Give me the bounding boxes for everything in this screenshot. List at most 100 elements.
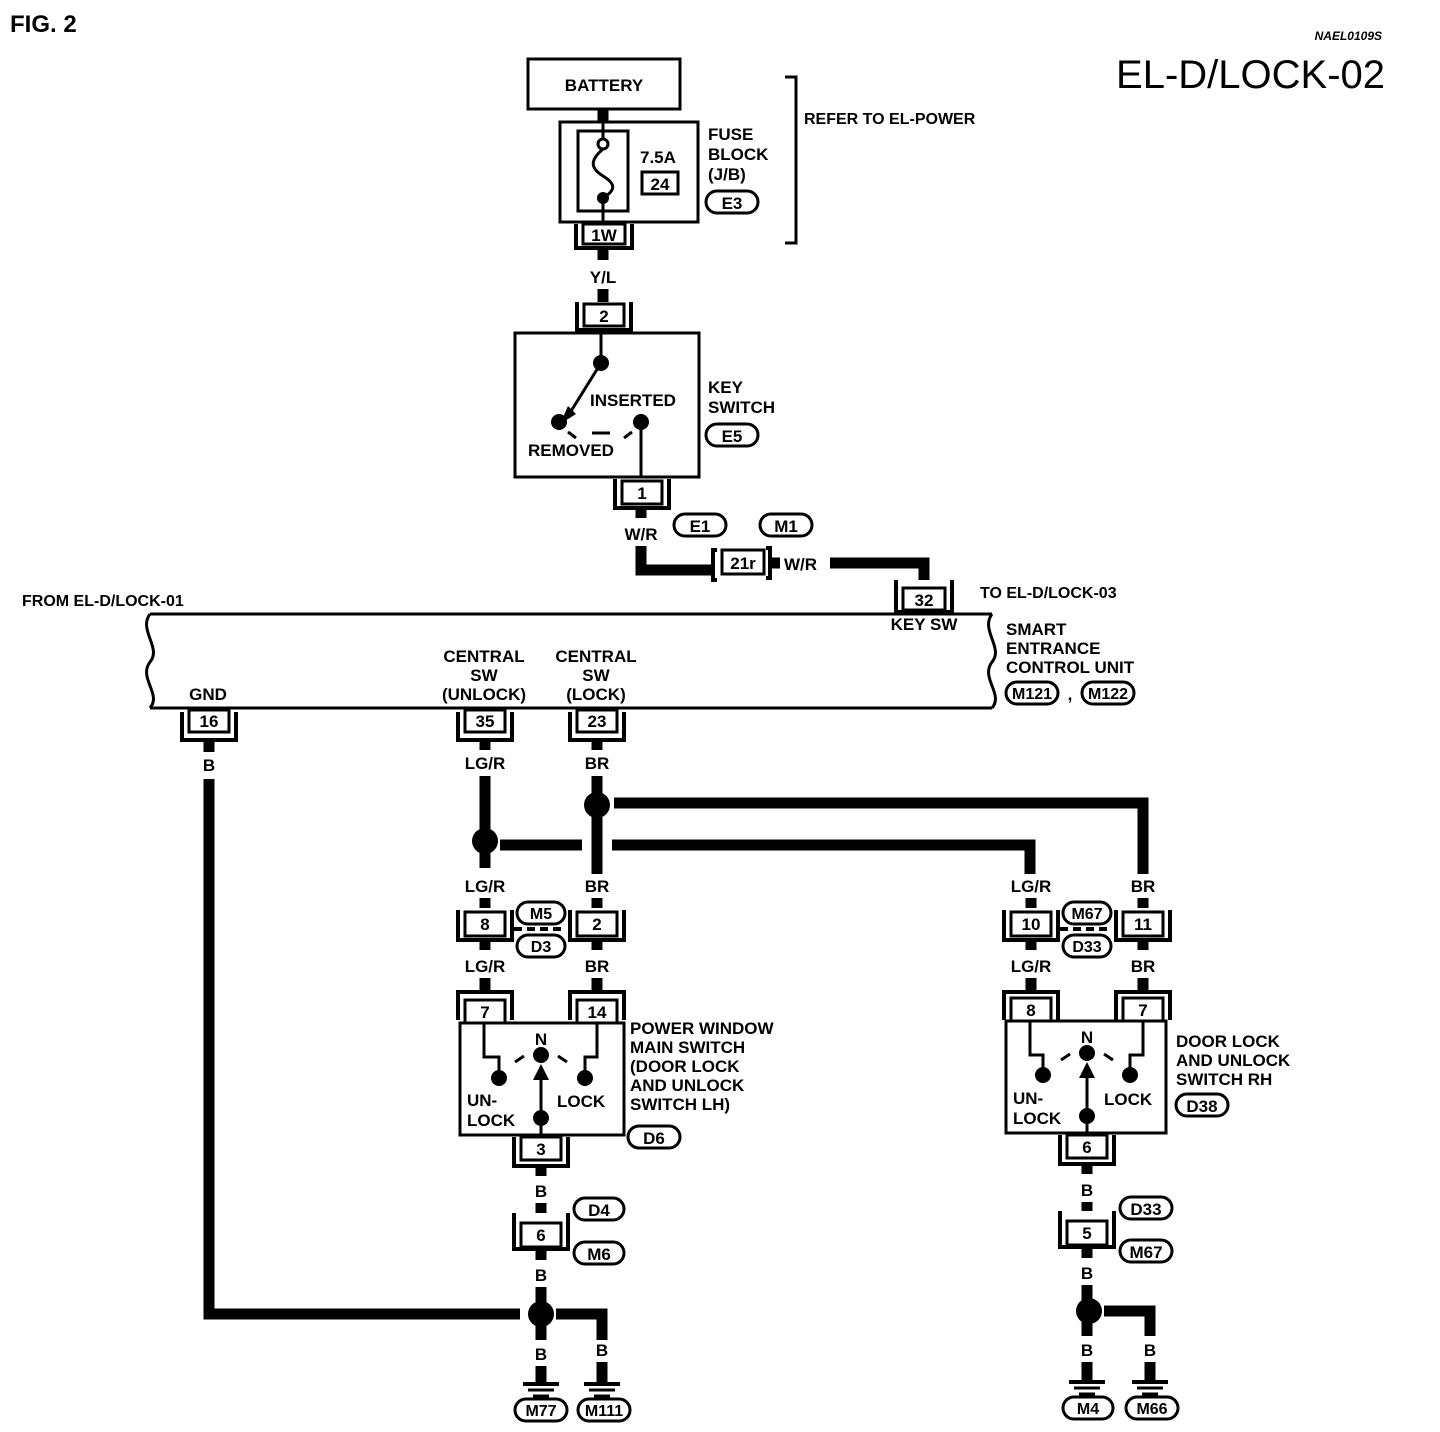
key-switch-terminal-2: 2: [599, 307, 608, 326]
wire-br-lh-2: BR: [585, 957, 610, 976]
figure-number: FIG. 2: [10, 11, 77, 38]
rh-ground-pin: 5: [1082, 1224, 1091, 1243]
lh-ground-conn-bottom: M6: [587, 1245, 611, 1264]
lh-connector-top: M5: [530, 906, 552, 923]
unlock-terminal: 35: [476, 712, 495, 731]
rh-connector-pin-a: 10: [1022, 915, 1041, 934]
lh-switch-unlock-2: LOCK: [467, 1111, 516, 1130]
ground-m66: M66: [1136, 1401, 1167, 1418]
central-unlock-label-2: SW: [470, 666, 498, 685]
ground-m111: M111: [585, 1403, 623, 1420]
ground-splice-lh: [528, 1301, 554, 1327]
lh-switch-unlock-1: UN-: [467, 1091, 497, 1110]
lh-switch-pin-gnd: 3: [536, 1140, 545, 1159]
fuse-terminal: 1W: [591, 226, 617, 245]
lh-connector-pin-a: 8: [480, 915, 489, 934]
control-unit-label-3: CONTROL UNIT: [1006, 658, 1135, 677]
control-unit-connector-2: M122: [1088, 686, 1128, 703]
key-sw-terminal: 32: [915, 591, 934, 610]
wire-wr-2: W/R: [784, 555, 817, 574]
ground-m77: M77: [525, 1403, 556, 1420]
central-unlock-label-3: (UNLOCK): [442, 685, 526, 704]
central-lock-label-1: CENTRAL: [555, 647, 636, 666]
control-unit-separator: ,: [1068, 685, 1073, 704]
refer-label: REFER TO EL-POWER: [804, 111, 976, 128]
lh-switch-title-3: (DOOR LOCK: [630, 1057, 740, 1076]
splice-br: [584, 792, 610, 818]
gnd-terminal: 16: [200, 712, 219, 731]
rh-switch-neutral: N: [1081, 1028, 1093, 1047]
control-unit-label-2: ENTRANCE: [1006, 639, 1100, 658]
wire-br-rh-2: BR: [1131, 957, 1156, 976]
central-lock-label-3: (LOCK): [566, 685, 625, 704]
control-unit-box: [145, 612, 997, 710]
lh-switch-title-5: SWITCH LH): [630, 1095, 730, 1114]
joint-terminal: 21r: [730, 554, 756, 573]
rh-switch-unlock-1: UN-: [1013, 1089, 1043, 1108]
ground-splice-rh: [1076, 1298, 1102, 1324]
lh-ground-pin: 6: [536, 1226, 545, 1245]
wire-lgr-rh-2: LG/R: [1011, 957, 1052, 976]
diagram-code: NAEL0109S: [1315, 29, 1382, 43]
key-switch-removed: REMOVED: [528, 441, 614, 460]
lh-connector-pin-b: 2: [592, 915, 601, 934]
lh-switch-title-1: POWER WINDOW: [630, 1019, 774, 1038]
wire-b-rh-1: B: [1081, 1181, 1093, 1200]
key-switch-terminal-1: 1: [637, 484, 646, 503]
rh-switch-pin-gnd: 6: [1082, 1138, 1091, 1157]
wire-lgr-rh-1: LG/R: [1011, 877, 1052, 896]
ground-m4: M4: [1077, 1401, 1099, 1418]
wire-lgr-top: LG/R: [465, 754, 506, 773]
joint-connector-m1: M1: [774, 517, 798, 536]
rh-switch-title-2: AND UNLOCK: [1176, 1051, 1291, 1070]
rh-ground-conn-top: D33: [1130, 1200, 1161, 1219]
key-sw-label: KEY SW: [891, 615, 959, 634]
joint-connector-e1: E1: [690, 517, 711, 536]
page-title: EL-D/LOCK-02: [1116, 53, 1385, 97]
lh-switch-title-4: AND UNLOCK: [630, 1076, 745, 1095]
rh-switch-title-3: SWITCH RH: [1176, 1070, 1272, 1089]
rh-switch-lock: LOCK: [1104, 1090, 1153, 1109]
fuse-block-connector: E3: [722, 194, 743, 213]
lh-switch-title-2: MAIN SWITCH: [630, 1038, 745, 1057]
wire-yl: Y/L: [590, 268, 616, 287]
rh-ground-conn-bottom: M67: [1129, 1243, 1162, 1262]
lh-switch-pin-lock: 14: [588, 1003, 607, 1022]
ground-symbol-m111: [584, 1382, 620, 1398]
from-label: FROM EL-D/LOCK-01: [22, 593, 184, 610]
wire-br-rh-1: BR: [1131, 877, 1156, 896]
rh-connector-top: M67: [1071, 906, 1102, 923]
fuse-block-label-1: FUSE: [708, 125, 753, 144]
rh-switch-unlock-2: LOCK: [1013, 1109, 1062, 1128]
ground-wire: [203, 779, 520, 1320]
wire-b-lh-1: B: [535, 1182, 547, 1201]
ground-symbol-m66: [1132, 1380, 1168, 1396]
wire-b-rh-3: B: [1081, 1341, 1093, 1360]
fuse-block-label-2: BLOCK: [708, 145, 769, 164]
rh-switch-title-1: DOOR LOCK: [1176, 1032, 1281, 1051]
rh-switch-pin-unlock: 8: [1026, 1001, 1035, 1020]
fuse-number: 24: [651, 175, 670, 194]
control-unit-label-1: SMART: [1006, 620, 1067, 639]
control-unit-connector-1: M121: [1012, 686, 1052, 703]
wire-b-gnd: B: [203, 756, 215, 775]
fuse-icon: [591, 147, 615, 200]
key-switch-inserted: INSERTED: [590, 391, 676, 410]
wire-b-rh-4: B: [1144, 1341, 1156, 1360]
lock-terminal: 23: [588, 712, 607, 731]
lh-ground-conn-top: D4: [588, 1201, 610, 1220]
splice-lgr: [472, 828, 498, 854]
lh-switch-pin-unlock: 7: [480, 1003, 489, 1022]
rh-connector-pin-b: 11: [1134, 915, 1152, 934]
central-lock-label-2: SW: [582, 666, 610, 685]
lh-switch-neutral: N: [535, 1030, 547, 1049]
fuse-rating: 7.5A: [640, 148, 676, 167]
ground-symbol-m77: [523, 1382, 559, 1398]
key-switch-connector: E5: [722, 427, 743, 446]
wire-lgr-lh-2: LG/R: [465, 957, 506, 976]
wire-br-lh-1: BR: [585, 877, 610, 896]
wire-b-lh-4: B: [596, 1341, 608, 1360]
rh-connector-bottom: D33: [1072, 939, 1101, 956]
central-unlock-label-1: CENTRAL: [443, 647, 524, 666]
